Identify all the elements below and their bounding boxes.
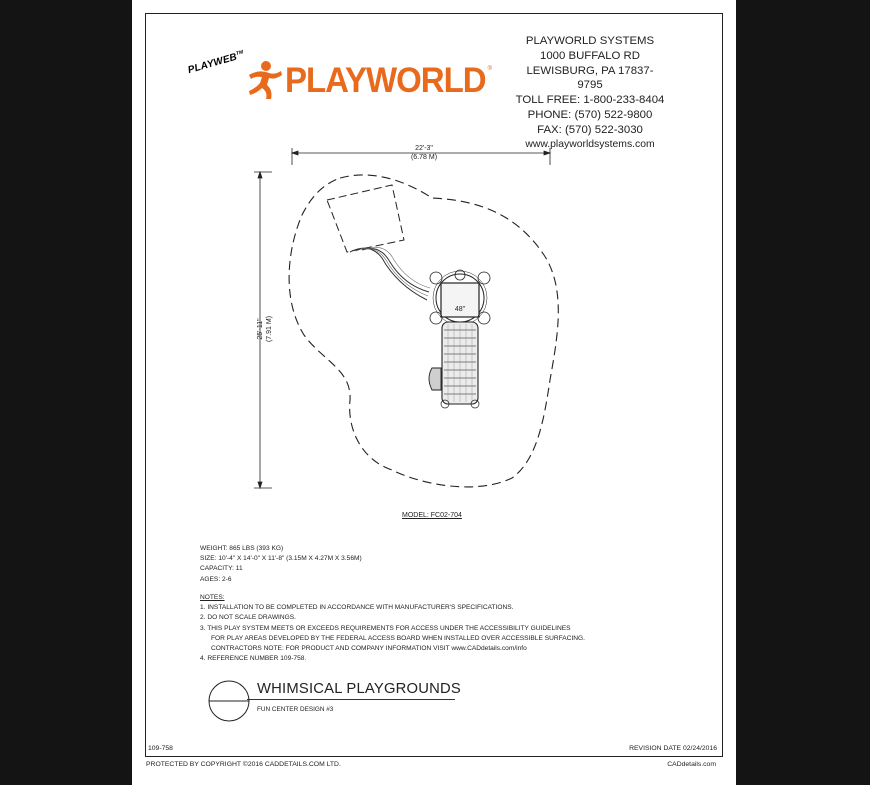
use-zone-boundary [288, 174, 559, 488]
width-metric: (6.78 M) [410, 154, 438, 161]
notes-list: NOTES: 1. INSTALLATION TO BE COMPLETED I… [200, 593, 585, 664]
sheet-title: WHIMSICAL PLAYGROUNDS [257, 681, 461, 697]
company-website[interactable]: www.playworldsystems.com [525, 138, 655, 150]
slide-exit-zone [326, 184, 405, 253]
playworld-logo: PLAYWORLD ® [245, 58, 492, 102]
height-imperial: 25'-11" [257, 318, 264, 340]
drawing-sheet: PLAYWEBTM PLAYWORLD ® PLAYWORLD SYSTEMS … [132, 0, 736, 785]
spec-capacity: CAPACITY: 11 [200, 565, 243, 573]
height-dimension-line [254, 170, 272, 490]
notes-header: NOTES: [200, 594, 225, 601]
company-phone: PHONE: (570) 522-9800 [527, 108, 653, 121]
height-metric: (7.91 M) [266, 315, 273, 343]
height-dimension-label: 25'-11" (7.91 M) [256, 299, 274, 359]
caddetails-link[interactable]: CADdetails.com [667, 761, 716, 768]
company-name: PLAYWORLD SYSTEMS [525, 35, 655, 47]
width-dimension-line [290, 148, 552, 165]
play-structure [428, 269, 491, 409]
title-block: WHIMSICAL PLAYGROUNDS FUN CENTER DESIGN … [207, 679, 527, 729]
company-toll-free: TOLL FREE: 1-800-233-8404 [515, 94, 665, 107]
model-number: MODEL: FC02-704 [402, 512, 462, 519]
note-4: 4. REFERENCE NUMBER 109-758. [200, 655, 307, 663]
note-3-cont: FOR PLAY AREAS DEVELOPED BY THE FEDERAL … [211, 634, 585, 642]
sheet-subtitle: FUN CENTER DESIGN #3 [257, 706, 334, 713]
running-figure-icon [249, 61, 282, 99]
title-rule [247, 699, 455, 700]
wavy-slide [349, 246, 431, 301]
width-imperial: 22'-3" [415, 145, 433, 152]
spec-weight: WEIGHT: 865 LBS (393 KG) [200, 545, 284, 552]
drawing-border [145, 13, 723, 757]
note-1: 1. INSTALLATION TO BE COMPLETED IN ACCOR… [200, 604, 514, 612]
title-symbol-icon [208, 680, 250, 722]
spec-size: SIZE: 10'-4" X 14'-0" X 11'-8" (3.15M X … [200, 555, 362, 563]
revision-date: REVISION DATE 02/24/2016 [629, 745, 717, 752]
note-3: 3. THIS PLAY SYSTEM MEETS OR EXCEEDS REQ… [200, 624, 571, 632]
width-dimension-label: 22'-3" (6.78 M) [394, 144, 454, 162]
registered-mark: ® [487, 66, 493, 72]
logo-wordmark: PLAYWORLD [285, 59, 487, 100]
copyright-notice: PROTECTED BY COPYRIGHT ©2016 CADDETAILS.… [146, 761, 341, 768]
spec-ages: AGES: 2-6 [200, 575, 232, 583]
company-address2: LEWISBURG, PA 17837-9795 [526, 64, 654, 92]
site-plan-drawing: 48" [254, 148, 559, 490]
reference-number: 109-758 [148, 745, 173, 752]
spec-list: WEIGHT: 865 LBS (393 KG) SIZE: 10'-4" X … [200, 544, 362, 585]
company-info: PLAYWORLD SYSTEMS 1000 BUFFALO RD LEWISB… [515, 34, 665, 152]
company-address1: 1000 BUFFALO RD [539, 49, 641, 62]
deck-height-label: 48" [455, 306, 466, 313]
note-3-contractor[interactable]: CONTRACTORS NOTE: FOR PRODUCT AND COMPAN… [211, 645, 527, 653]
company-fax: FAX: (570) 522-3030 [537, 123, 643, 136]
note-2: 2. DO NOT SCALE DRAWINGS. [200, 614, 296, 622]
